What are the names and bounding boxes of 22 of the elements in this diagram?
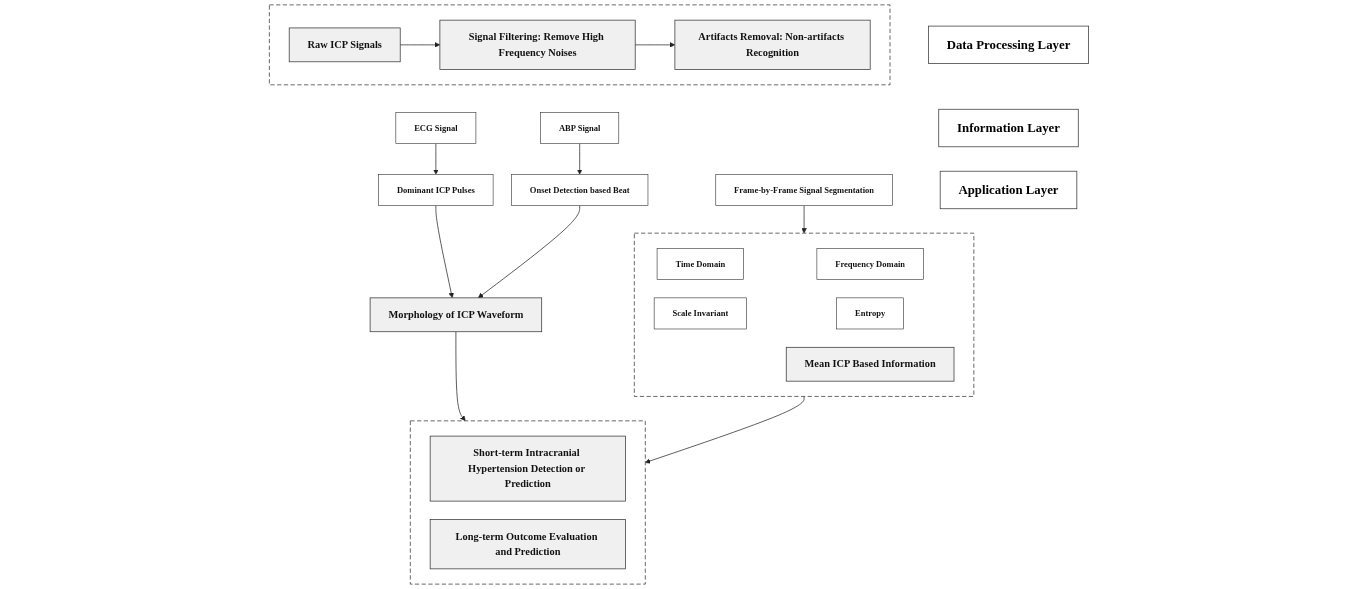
node-box: Signal Filtering: Remove High Frequency Noises <box>439 19 636 70</box>
cluster <box>633 232 975 397</box>
node-box: Frequency Domain <box>816 248 924 280</box>
node-box: Information Layer <box>938 108 1079 148</box>
node-box: Entropy <box>836 297 904 330</box>
node-box: Morphology of ICP Waveform <box>369 297 543 333</box>
node-box: Scale Invariant <box>653 297 747 330</box>
node-box: Artifacts Removal: Non-artifacts Recognition <box>674 19 871 70</box>
node-box: ABP Signal <box>540 112 620 144</box>
node-box: Mean ICP Based Information <box>785 346 955 382</box>
node-box: Raw ICP Signals <box>288 27 401 63</box>
node-box: Dominant ICP Pulses <box>378 174 494 206</box>
node-box: Data Processing Layer <box>928 25 1089 64</box>
cluster <box>409 420 646 585</box>
node-box: Onset Detection based Beat <box>511 174 649 206</box>
cluster <box>269 4 891 86</box>
node-box: Short-term Intracranial Hypertension Detection or Prediction <box>429 435 626 502</box>
node-box: Long-term Outcome Evaluation and Prediction <box>429 519 626 570</box>
node-box: Frame-by-Frame Signal Segmentation <box>715 174 893 206</box>
node-box: Application Layer <box>939 170 1078 210</box>
node-box: ECG Signal <box>395 112 477 144</box>
node-box: Time Domain <box>656 248 744 280</box>
